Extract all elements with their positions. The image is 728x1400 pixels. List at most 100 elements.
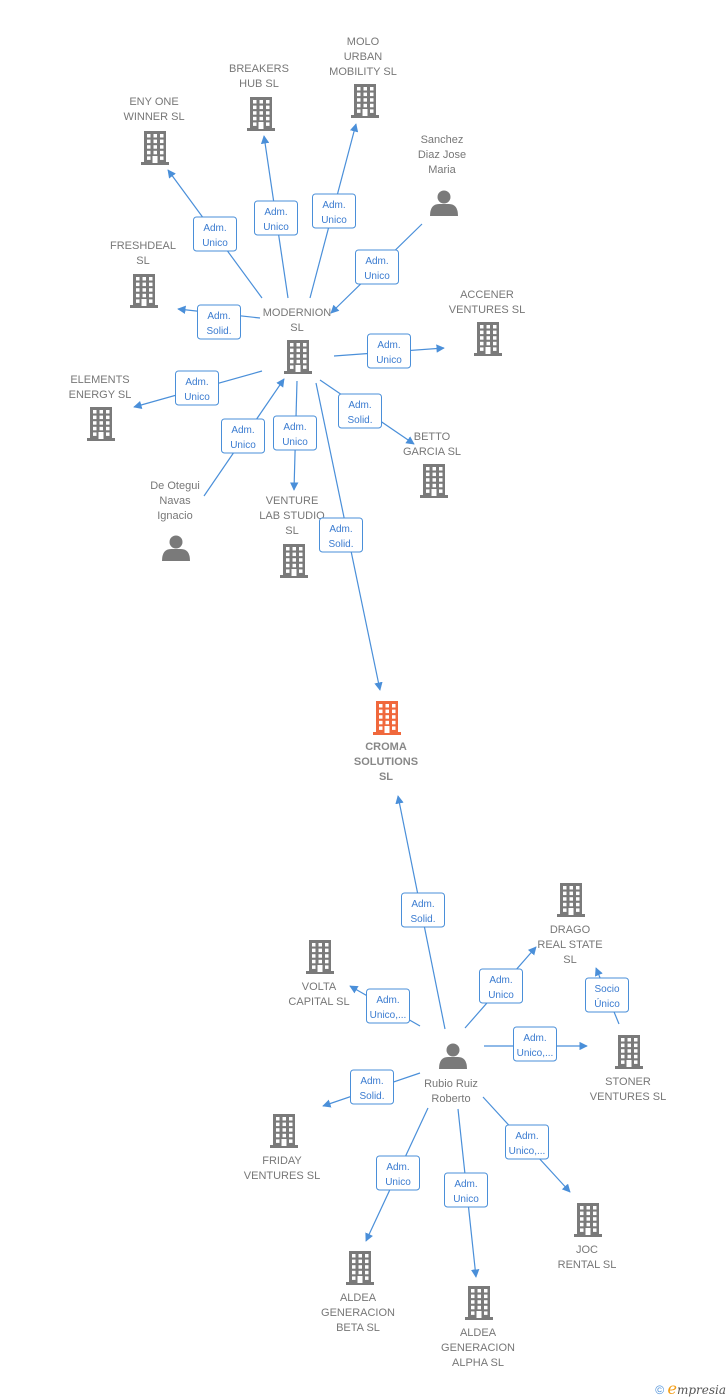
- person-icon: [162, 535, 190, 561]
- node-label: Sanchez: [421, 134, 464, 146]
- edge-label-rubio-to-drago[interactable]: Adm.Unico: [479, 968, 523, 1004]
- node-label: BREAKERS: [229, 63, 289, 75]
- edge-label-box: [197, 304, 241, 340]
- edge-label-text: Unico: [376, 355, 402, 366]
- edge-label-modernion-to-freshdeal[interactable]: Adm.Solid.: [197, 304, 241, 340]
- edge-label-modernion-to-breakers[interactable]: Adm.Unico: [254, 200, 298, 236]
- edge-label-text: Unico,...: [370, 1010, 407, 1021]
- edge-label-modernion-to-croma[interactable]: Adm.Solid.: [319, 517, 363, 553]
- node-label: BETA SL: [336, 1322, 380, 1334]
- node-label: Roberto: [431, 1093, 470, 1105]
- node-label: VENTURE: [266, 495, 319, 507]
- node-label: VOLTA: [302, 981, 337, 993]
- edge-label-text: Unico: [230, 440, 256, 451]
- node-label: VENTURES SL: [449, 304, 525, 316]
- edge-label-rubio-to-croma[interactable]: Adm.Solid.: [401, 892, 445, 928]
- edge-label-text: Único: [594, 997, 620, 1010]
- edge-label-modernion-to-accener[interactable]: Adm.Unico: [367, 333, 411, 369]
- edge-label-rubio-to-aldea_beta[interactable]: Adm.Unico: [376, 1155, 420, 1191]
- node-label: SL: [285, 525, 298, 537]
- edge-label-modernion-to-betto[interactable]: Adm.Solid.: [338, 393, 382, 429]
- building-icon: [346, 1251, 374, 1285]
- edge-label-rubio-to-stoner[interactable]: Adm.Unico,...: [513, 1026, 557, 1062]
- building-icon: [373, 701, 401, 735]
- edge-label-box: [444, 1172, 488, 1208]
- node-label: ALDEA: [460, 1327, 497, 1339]
- edge-label-box: [513, 1026, 557, 1062]
- edge-label-rubio-to-friday[interactable]: Adm.Solid.: [350, 1069, 394, 1105]
- edge-label-rubio-to-volta[interactable]: Adm.Unico,...: [366, 988, 410, 1024]
- node-label: MODERNION: [263, 307, 332, 319]
- edge-label-box: [350, 1069, 394, 1105]
- edge-label-text: Adm.: [264, 207, 287, 218]
- node-label: SOLUTIONS: [354, 756, 418, 768]
- edge-label-box: [319, 517, 363, 553]
- edge-label-modernion-to-elements[interactable]: Adm. Unico: [175, 370, 219, 406]
- node-label: Maria: [428, 164, 456, 176]
- edge-label-box: [505, 1124, 549, 1160]
- edge-label-rubio-to-aldea_alpha[interactable]: Adm.Unico: [444, 1172, 488, 1208]
- edge-label-text: Unico: [184, 392, 210, 403]
- node-label: Ignacio: [157, 510, 192, 522]
- node-label: SL: [136, 255, 149, 267]
- building-icon: [420, 464, 448, 498]
- edge-label-text: Unico: [321, 215, 347, 226]
- node-label: CROMA: [365, 741, 407, 753]
- building-icon: [306, 940, 334, 974]
- edge-label-text: Adm.: [365, 256, 388, 267]
- edge-label-box: [355, 249, 399, 285]
- edge-label-rubio-to-joc[interactable]: Adm.Unico,...: [505, 1124, 549, 1160]
- copyright-symbol: ©: [655, 1383, 665, 1397]
- edge-label-modernion-to-molo[interactable]: Adm. Unico: [312, 193, 356, 229]
- edge-label-text: Adm.: [231, 425, 254, 436]
- edge-label-text: Solid.: [328, 539, 353, 550]
- edge-label-deotegui-to-modernion[interactable]: Adm. Unico: [221, 418, 265, 454]
- node-label: WINNER SL: [123, 111, 184, 123]
- footer: © empresia: [655, 1379, 726, 1398]
- person-icon: [439, 1043, 467, 1069]
- edge-label-box: [401, 892, 445, 928]
- edge-label-text: Unico: [364, 271, 390, 282]
- edge-label-text: Adm.: [185, 377, 208, 388]
- building-icon: [247, 97, 275, 131]
- edge-label-modernion-to-eny[interactable]: Adm.Unico: [193, 216, 237, 252]
- building-icon: [474, 322, 502, 356]
- building-icon: [280, 544, 308, 578]
- building-icon: [465, 1286, 493, 1320]
- node-label: De Otegui: [150, 480, 200, 492]
- edge-label-sanchez-to-modernion[interactable]: Adm. Unico: [355, 249, 399, 285]
- edge-label-modernion-to-venture[interactable]: Adm.Unico: [273, 415, 317, 451]
- person-icon: [430, 190, 458, 216]
- edge-label-box: [254, 200, 298, 236]
- brand-logo[interactable]: empresia: [667, 1379, 726, 1398]
- edge-label-box: [193, 216, 237, 252]
- edge-label-text: Adm.: [322, 200, 345, 211]
- edge-label-text: Adm.: [348, 400, 371, 411]
- node-label: REAL STATE: [537, 939, 602, 951]
- node-label: ALPHA SL: [452, 1357, 504, 1369]
- edge-label-text: Adm.: [283, 422, 306, 433]
- edge-label-text: Adm.: [386, 1162, 409, 1173]
- node-label: ALDEA: [340, 1292, 377, 1304]
